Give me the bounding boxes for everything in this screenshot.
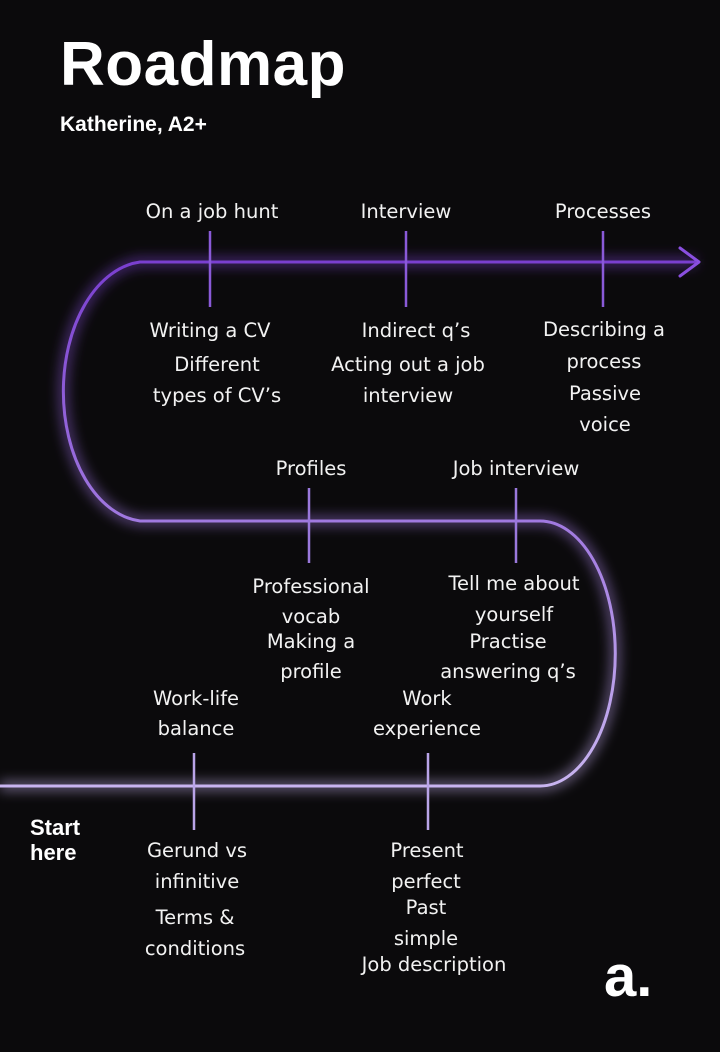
detail-label: types of CV’s: [152, 384, 282, 407]
topic-label: balance: [157, 717, 235, 740]
topic-label: Work: [402, 687, 452, 710]
detail-label: process: [566, 350, 642, 373]
arrow-head-icon: [678, 246, 701, 278]
detail-label: voice: [579, 413, 631, 436]
detail-label: Indirect q’s: [361, 319, 471, 342]
start-here-label: Start here: [30, 815, 81, 865]
page-subtitle: Katherine, A2+: [60, 113, 207, 136]
detail-label: Passive: [568, 382, 642, 405]
detail-label: Acting out a job: [331, 353, 485, 376]
brand-logo: a.: [604, 944, 653, 1009]
topic-label: Processes: [554, 200, 652, 223]
detail-label: Professional: [252, 575, 370, 598]
topic-label: Profiles: [275, 457, 347, 480]
detail-label: vocab: [281, 605, 341, 628]
detail-label: Practise: [469, 630, 547, 653]
detail-label: perfect: [391, 870, 461, 893]
detail-label: Writing a CV: [149, 319, 271, 342]
detail-label: Describing a: [542, 318, 666, 341]
road-line: [0, 260, 696, 788]
topic-label: Job interview: [452, 457, 580, 480]
detail-label: simple: [393, 927, 459, 950]
detail-label: interview: [362, 384, 454, 407]
detail-label: answering q’s: [440, 660, 576, 683]
detail-label: Present: [390, 839, 464, 862]
topic-label: experience: [372, 717, 482, 740]
topic-label: On a job hunt: [145, 200, 279, 223]
detail-label: infinitive: [154, 870, 240, 893]
detail-label: profile: [280, 660, 342, 683]
detail-label: Making a: [266, 630, 356, 653]
detail-label: Past: [405, 896, 447, 919]
detail-label: yourself: [474, 603, 554, 626]
detail-label: Tell me about: [448, 572, 580, 595]
detail-label: Terms &: [155, 906, 235, 929]
page-title: Roadmap: [60, 30, 346, 99]
topic-label: Interview: [360, 200, 452, 223]
detail-label: Gerund vs: [146, 839, 248, 862]
detail-label: conditions: [144, 937, 246, 960]
topic-label: Work-life: [152, 687, 240, 710]
detail-label: Different: [174, 353, 260, 376]
detail-label: Job description: [361, 953, 507, 976]
